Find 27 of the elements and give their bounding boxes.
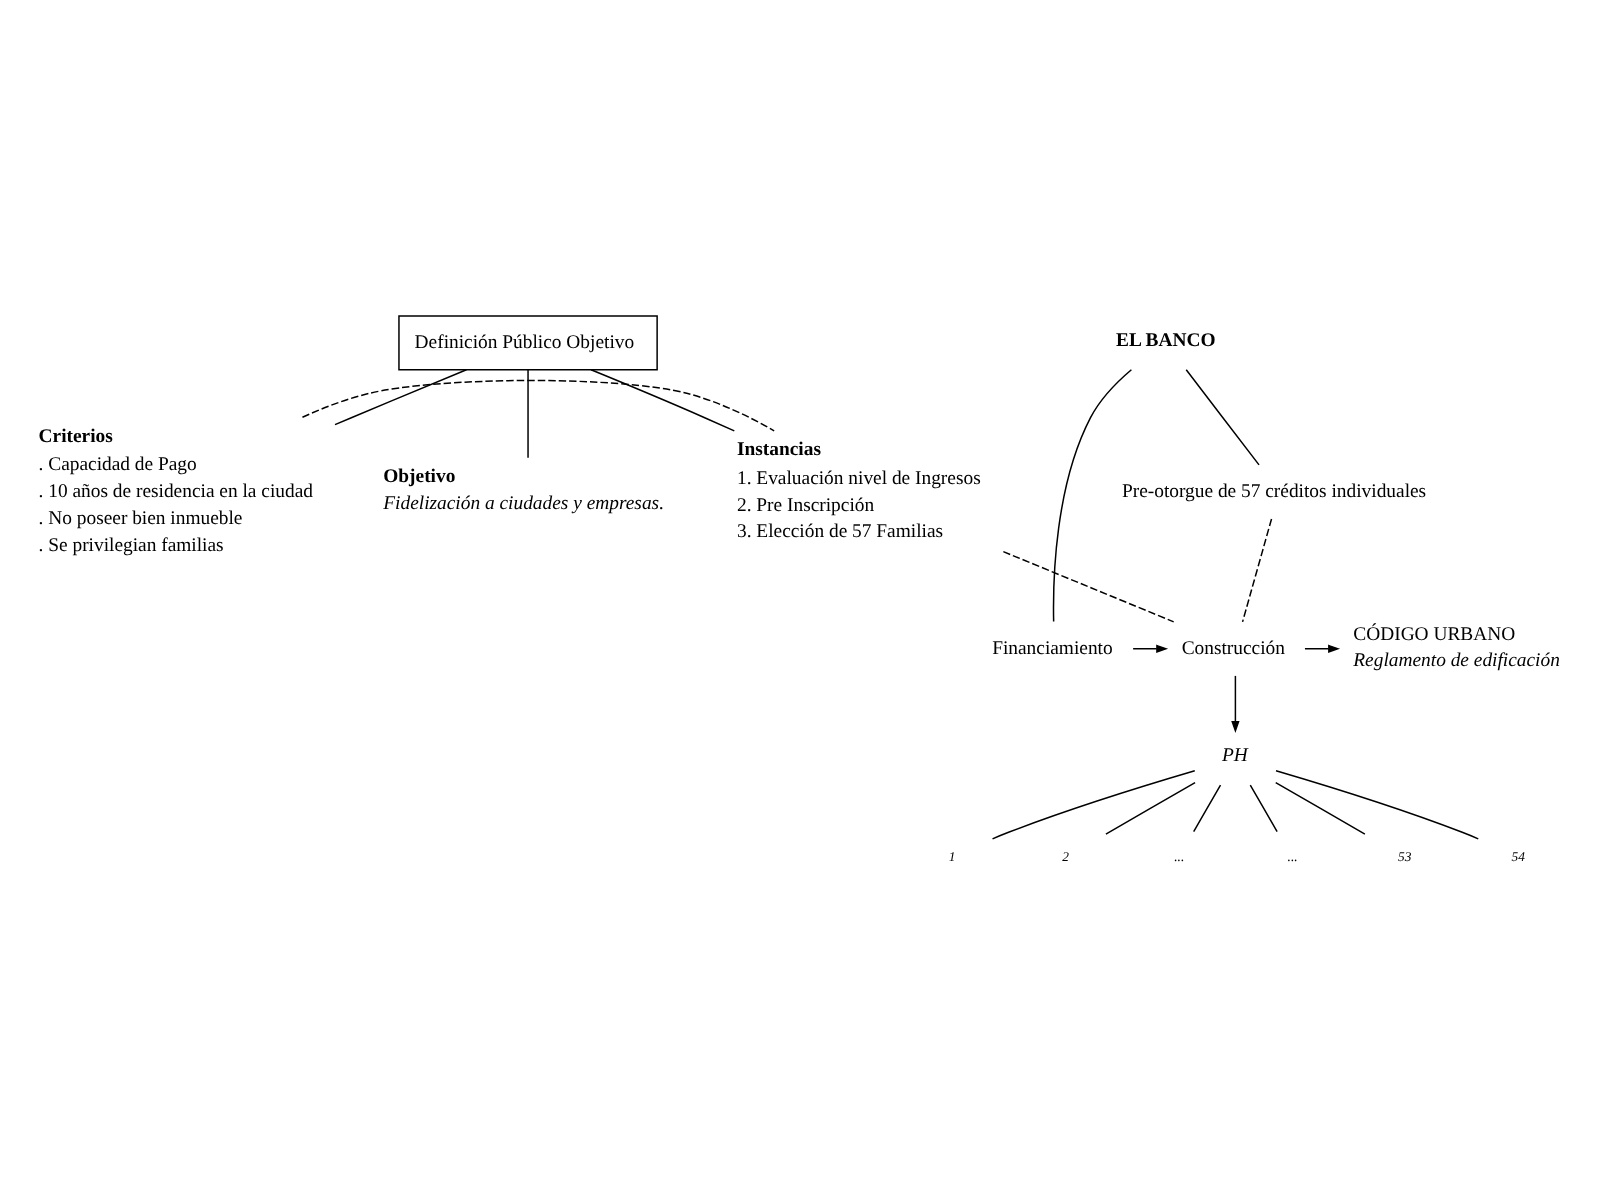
node-text: PH	[1221, 745, 1248, 768]
arrow	[1132, 644, 1169, 653]
connector	[301, 379, 775, 432]
connector	[1249, 784, 1278, 833]
connector	[1274, 781, 1366, 835]
node-text: Pre-otorgue de 57 créditos individuales	[1121, 481, 1427, 504]
node-text: Criterios . Capacidad de Pago . 10 años de residencia en la ciudad . No poseer bien inmueble . Se privilegian familias	[38, 425, 313, 557]
node-text: EL BANCO	[1116, 330, 1216, 353]
connector	[1275, 770, 1479, 840]
connector	[334, 369, 468, 426]
connector	[590, 369, 736, 432]
connector	[1241, 518, 1273, 623]
connector	[1002, 550, 1175, 623]
arrow	[1304, 644, 1341, 653]
node-text: Instancias 1. Evaluación nivel de Ingresos 2. Pre Inscripción 3. Elección de 57 Familias	[736, 439, 981, 544]
node-text: Financiamiento	[992, 637, 1113, 660]
node-text: CÓDIGO URBANO Reglamento de edificación	[1353, 624, 1560, 672]
connector	[1192, 784, 1222, 833]
connector	[1052, 369, 1133, 623]
arrow	[1231, 675, 1240, 734]
node-text: Objetivo Fidelización a ciudades y empresas.	[383, 466, 665, 516]
connector	[1185, 369, 1260, 466]
connector	[527, 369, 529, 459]
node-box: Definición Público Objetivo	[398, 315, 658, 371]
connector	[991, 770, 1196, 840]
connector	[1105, 781, 1196, 835]
node-text: Construcción	[1181, 637, 1286, 660]
